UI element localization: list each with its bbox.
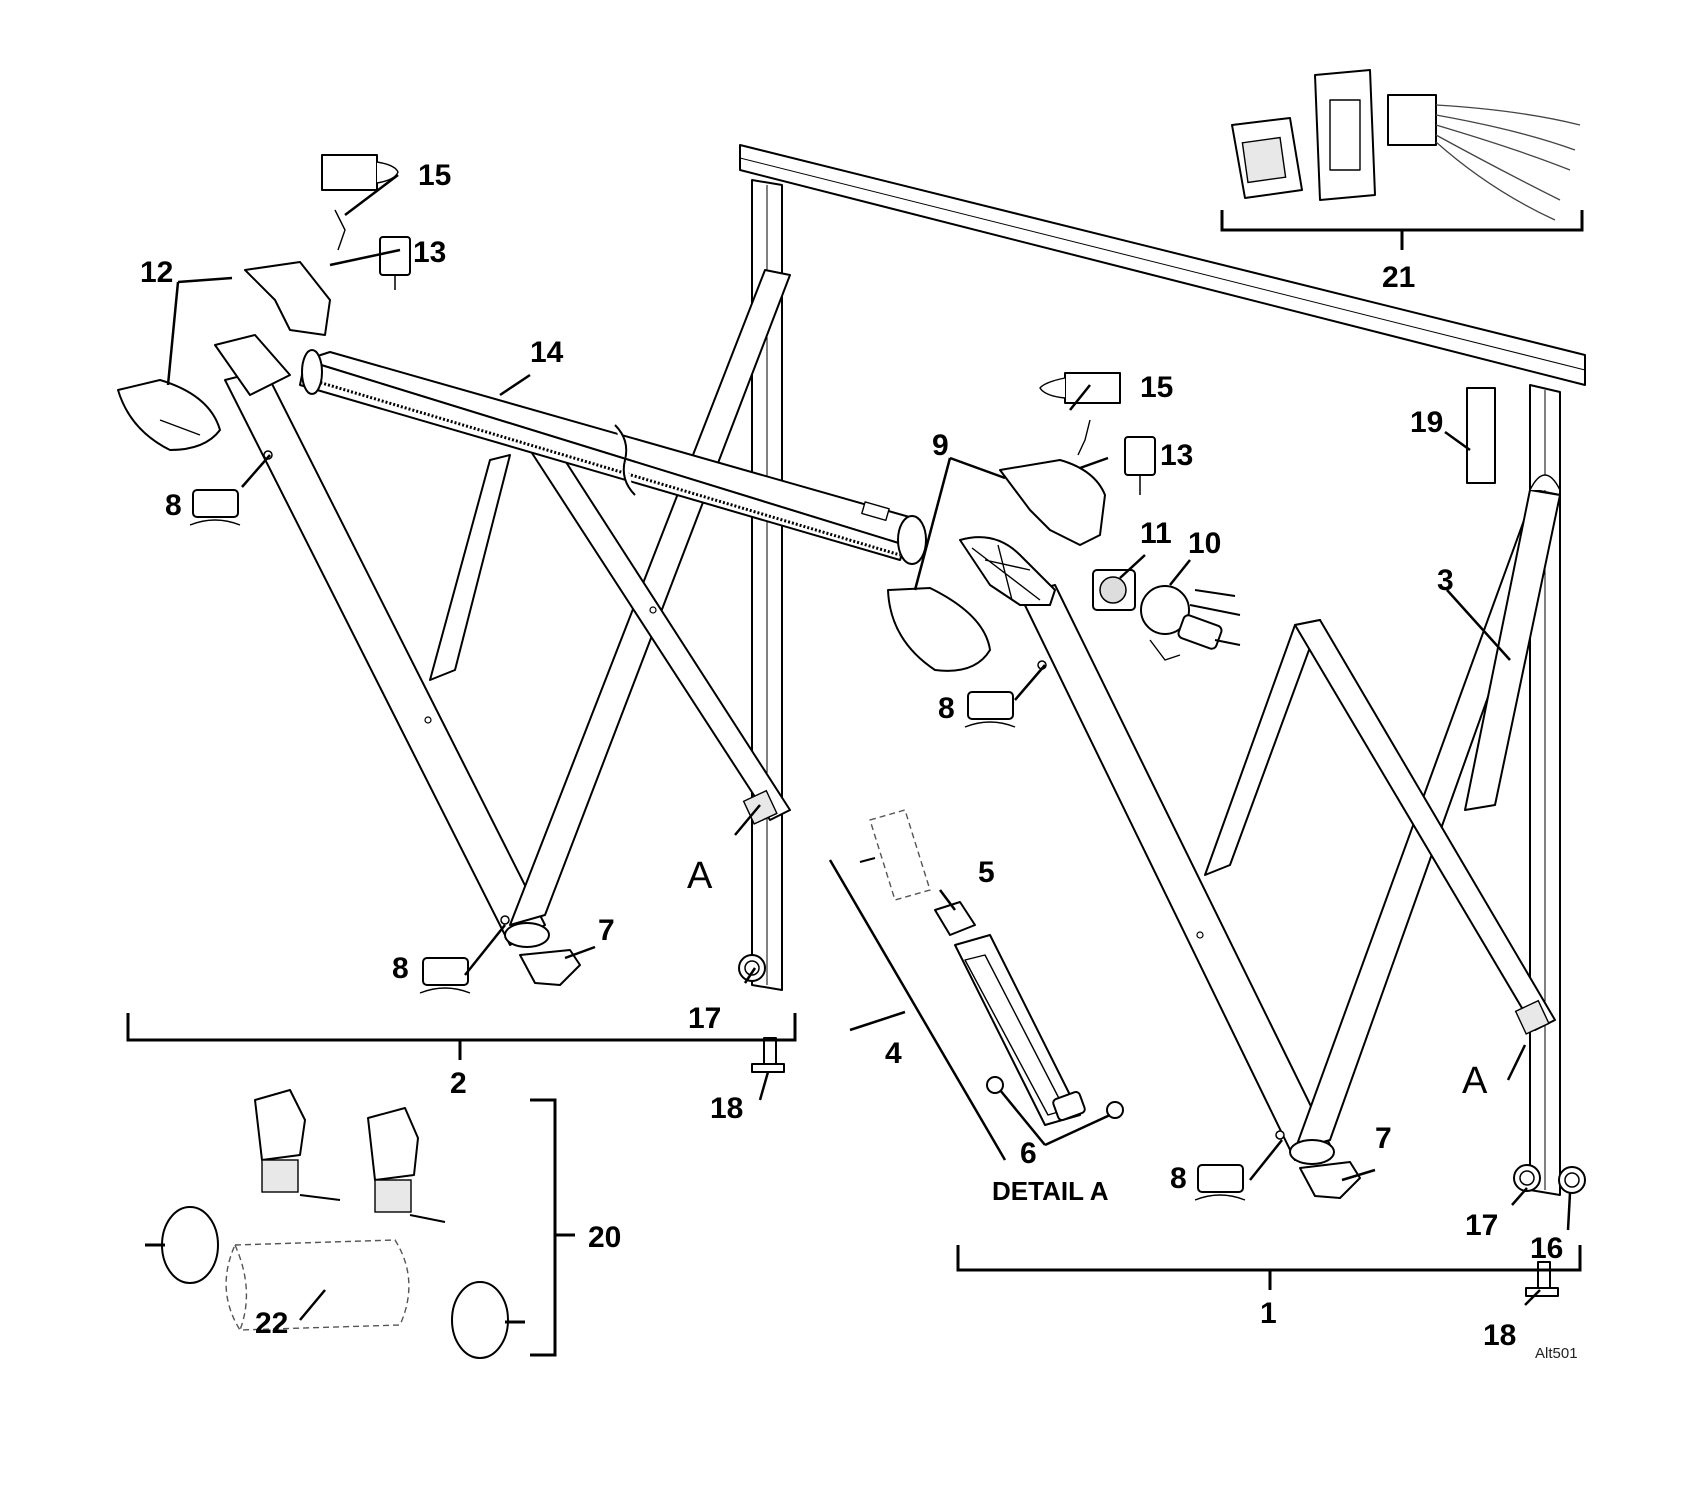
roller-tube-detail <box>145 1089 525 1359</box>
callout-18-left: 18 <box>710 1092 743 1125</box>
left-arm-assembly <box>214 269 791 948</box>
callout-10: 10 <box>1188 527 1221 560</box>
callout-1: 1 <box>1260 1297 1277 1330</box>
callout-8-left-top: 8 <box>165 489 182 522</box>
arm-end-cap-right <box>1299 1161 1361 1199</box>
callout-2: 2 <box>450 1067 467 1100</box>
callout-9: 9 <box>932 429 949 462</box>
callout-a-right: A <box>1462 1060 1488 1102</box>
left-motor-parts <box>321 154 411 290</box>
callout-8-right-top: 8 <box>938 692 955 725</box>
callout-7-left: 7 <box>598 914 615 947</box>
wall-clip-left-bottom <box>419 957 471 994</box>
callout-4: 4 <box>885 1037 902 1070</box>
callout-19: 19 <box>1410 406 1443 439</box>
callout-labels: 1 2 3 4 5 6 7 7 8 8 8 8 9 10 11 12 13 13… <box>140 159 1578 1362</box>
callout-14: 14 <box>530 336 564 369</box>
callout-15-right: 15 <box>1140 371 1173 404</box>
wall-clip-right-top <box>964 691 1016 728</box>
callout-21: 21 <box>1382 261 1415 294</box>
foot-bracket-left-18 <box>751 1037 785 1073</box>
drawing-code: Alt501 <box>1535 1345 1578 1362</box>
part-19-decal <box>1466 387 1496 484</box>
callout-12: 12 <box>140 256 173 289</box>
detail-a-gas-spring <box>859 809 1124 1126</box>
callout-16: 16 <box>1530 1232 1563 1265</box>
callout-11: 11 <box>1140 517 1172 550</box>
callout-a-left: A <box>687 855 713 897</box>
callout-5: 5 <box>978 856 995 889</box>
grouping-brackets <box>126 210 1584 1357</box>
roller-tube <box>299 349 927 565</box>
callout-22: 22 <box>255 1307 288 1340</box>
callout-17-right: 17 <box>1465 1209 1498 1242</box>
callout-7-right: 7 <box>1375 1122 1392 1155</box>
right-end-cap-motor <box>887 459 1241 672</box>
right-motor-parts <box>1039 372 1156 495</box>
callout-13-right: 13 <box>1160 439 1193 472</box>
wall-clip-right-bottom <box>1194 1164 1246 1201</box>
callout-6: 6 <box>1020 1137 1037 1170</box>
spring-left-17 <box>738 954 766 982</box>
callout-3: 3 <box>1437 564 1454 597</box>
spring-right-17 <box>1513 1164 1541 1192</box>
callout-13-left: 13 <box>413 236 446 269</box>
awning-rail <box>739 144 1586 386</box>
arm-end-cap-left <box>519 949 581 986</box>
right-arm-assembly <box>1019 474 1561 1165</box>
foot-bracket-right-18 <box>1525 1261 1559 1297</box>
detail-a-caption: DETAIL A <box>992 1176 1109 1206</box>
callout-8-left-bottom: 8 <box>392 952 409 985</box>
wall-clip-left-top <box>189 489 241 526</box>
callout-17-left: 17 <box>688 1002 721 1035</box>
left-end-cap <box>117 261 331 451</box>
switch-assembly <box>1231 69 1581 221</box>
callout-20: 20 <box>588 1221 621 1254</box>
callout-15-left: 15 <box>418 159 451 192</box>
callout-8-right-bottom: 8 <box>1170 1162 1187 1195</box>
leader-lines <box>166 174 1572 1321</box>
spring-16 <box>1558 1166 1586 1194</box>
callout-18-right: 18 <box>1483 1319 1516 1352</box>
